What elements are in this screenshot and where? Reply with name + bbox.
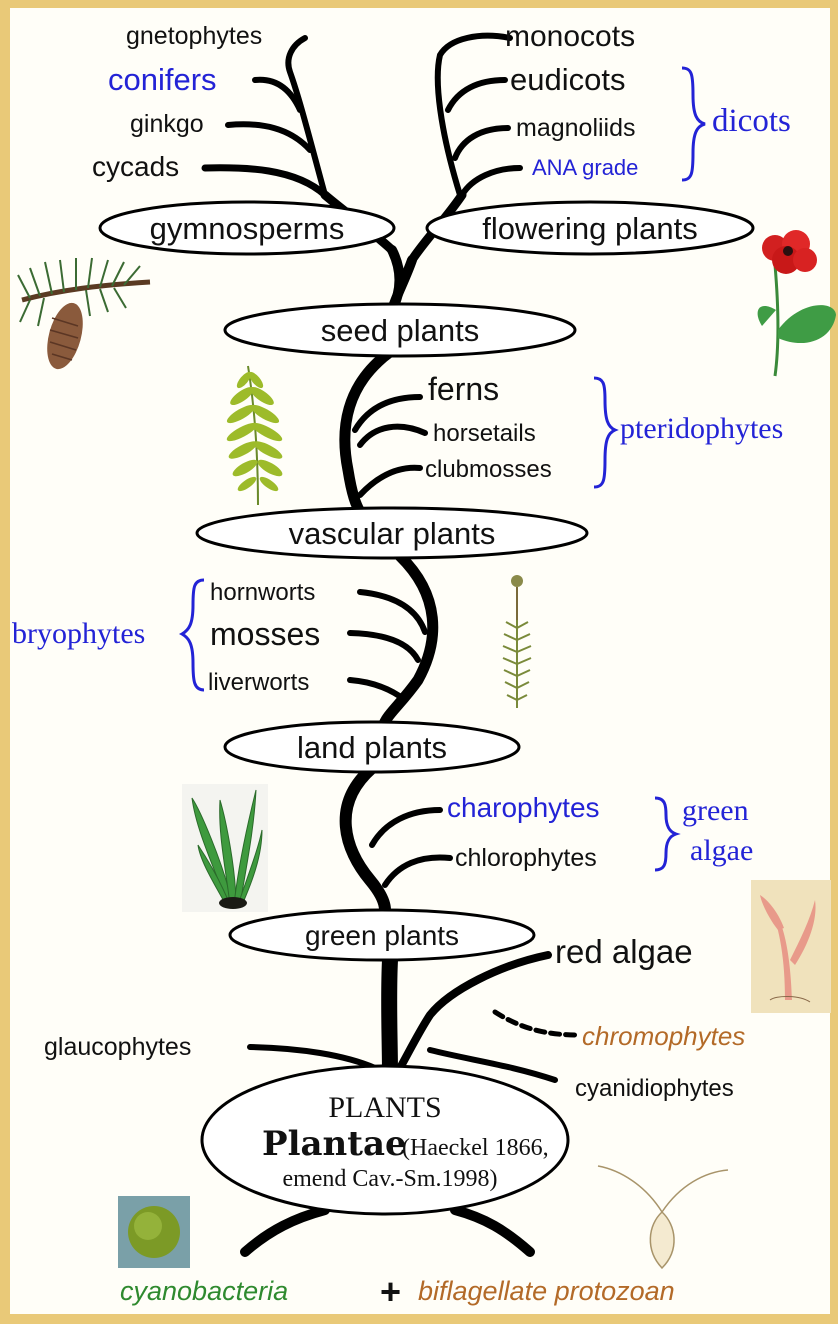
leaf-mosses: mosses bbox=[210, 616, 320, 652]
leaf-gnetophytes: gnetophytes bbox=[126, 22, 262, 50]
leaf-cycads: cycads bbox=[92, 151, 179, 182]
leaf-chromophytes: chromophytes bbox=[582, 1021, 745, 1051]
root-biflagellate-protozoan: biflagellate protozoan bbox=[418, 1276, 675, 1306]
leaf-horsetails: horsetails bbox=[433, 420, 536, 447]
leaf-ana-grade: ANA grade bbox=[532, 155, 638, 180]
node-green-plants-label: green plants bbox=[305, 920, 459, 951]
clade-pteridophytes: pteridophytes bbox=[620, 412, 783, 445]
leaf-charophytes: charophytes bbox=[447, 792, 600, 823]
node-plantae-citation-1: (Haeckel 1866, bbox=[402, 1135, 549, 1161]
node-seed-plants: seed plants bbox=[225, 304, 575, 356]
leaf-conifers: conifers bbox=[108, 62, 217, 97]
leaf-ferns: ferns bbox=[428, 371, 499, 407]
leaf-glaucophytes: glaucophytes bbox=[44, 1033, 191, 1061]
leaf-hornworts: hornworts bbox=[210, 579, 315, 606]
root-cyanobacteria: cyanobacteria bbox=[120, 1276, 288, 1306]
cyanobacteria-cell-illustration bbox=[118, 1196, 190, 1268]
leaf-ginkgo: ginkgo bbox=[130, 110, 204, 138]
node-land-plants: land plants bbox=[225, 722, 519, 772]
leaf-red-algae: red algae bbox=[555, 933, 693, 970]
branch-plants-trunk bbox=[389, 960, 390, 1075]
clade-bryophytes: bryophytes bbox=[12, 617, 145, 650]
node-plants: PLANTS Plantae (Haeckel 1866, emend Cav.… bbox=[202, 1066, 568, 1214]
node-seed-plants-label: seed plants bbox=[321, 313, 480, 348]
clade-dicots: dicots bbox=[712, 103, 791, 139]
root-plus: + bbox=[380, 1271, 401, 1312]
leaf-liverworts: liverworts bbox=[208, 669, 309, 696]
green-alga-plant-illustration bbox=[182, 784, 268, 912]
node-gymnosperms: gymnosperms bbox=[100, 202, 394, 254]
node-plantae-citation-2: emend Cav.-Sm.1998) bbox=[282, 1166, 497, 1192]
node-plants-title: PLANTS bbox=[328, 1091, 441, 1124]
leaf-chlorophytes: chlorophytes bbox=[455, 844, 597, 872]
clade-green-algae-line1: green bbox=[682, 794, 749, 827]
node-gymnosperms-label: gymnosperms bbox=[150, 211, 345, 246]
leaf-monocots: monocots bbox=[505, 20, 635, 53]
leaf-cyanidiophytes: cyanidiophytes bbox=[575, 1075, 734, 1102]
node-plantae-name: Plantae bbox=[262, 1124, 407, 1164]
node-flowering-plants: flowering plants bbox=[427, 202, 753, 254]
node-green-plants: green plants bbox=[230, 910, 534, 960]
clade-green-algae-line2: algae bbox=[690, 834, 753, 867]
node-vascular-plants: vascular plants bbox=[197, 508, 587, 558]
red-alga-sketch-illustration bbox=[751, 880, 831, 1013]
node-flowering-plants-label: flowering plants bbox=[482, 211, 697, 246]
node-land-plants-label: land plants bbox=[297, 730, 447, 765]
leaf-magnoliids: magnoliids bbox=[516, 114, 636, 142]
leaf-eudicots: eudicots bbox=[510, 62, 625, 97]
node-vascular-plants-label: vascular plants bbox=[289, 516, 496, 551]
leaf-clubmosses: clubmosses bbox=[425, 456, 552, 483]
